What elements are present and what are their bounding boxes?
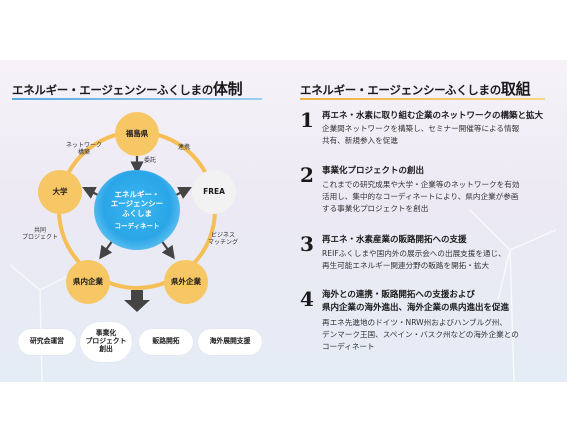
- initiative-title: 事業化プロジェクトの創出: [322, 166, 425, 176]
- initiative-number: 1: [300, 108, 314, 132]
- initiative-1: 1 再エネ・水素に取り組む企業のネットワークの構築と拡大 企業間ネットワークを構…: [300, 110, 560, 155]
- label-kyodo: 共同 プロジェクト: [22, 227, 59, 242]
- label-business-matching: ビジネス マッチング: [208, 232, 239, 247]
- content-panel: エネルギー・エージェンシーふくしまの体制 エネルギー・エージェンシーふくしまの取…: [0, 60, 567, 382]
- initiative-body-line: REIFふくしまや国内外の展示会への出展支援を通じ、: [322, 249, 506, 258]
- output-research-group: 研究会運営: [18, 329, 76, 355]
- node-prefectural-companies: 県内企業: [66, 260, 110, 304]
- left-heading-underline: [12, 98, 262, 100]
- initiative-body-line: デンマーク王国、スペイン・バスク州などの海外企業との: [322, 330, 519, 339]
- initiative-body-line: 企業間ネットワークを構築し、セミナー開催等による情報: [322, 124, 520, 133]
- initiative-body-line: 活用し、集中的なコーディネートにより、県内企業が参画: [322, 192, 519, 201]
- initiative-body-line: 再エネ先進地のドイツ・NRW州およびハンブルグ州、: [322, 318, 507, 327]
- center-coordinate-label: コーディネート: [114, 222, 160, 230]
- initiative-title: 再エネ・水素産業の販路開拓への支援: [322, 235, 467, 245]
- initiative-title: 再エネ・水素に取り組む企業のネットワークの構築と拡大: [322, 111, 544, 121]
- center-label: エネルギー・ エージェンシー ふくしま: [110, 189, 164, 218]
- center-agency: エネルギー・ エージェンシー ふくしま コーディネート: [94, 170, 180, 250]
- initiative-body-line: コーディネート: [322, 342, 375, 351]
- right-heading: エネルギー・エージェンシーふくしまの取組: [300, 78, 531, 99]
- output-arrow: [124, 290, 150, 312]
- node-frea: FREA: [192, 170, 236, 214]
- label-renkei: 連携: [178, 144, 191, 151]
- initiative-body-line: これまでの研究成果や大学・企業等のネットワークを有効: [322, 180, 520, 189]
- node-fukushima-prefecture: 福島県: [115, 112, 159, 156]
- node-university: 大学: [38, 170, 82, 214]
- right-heading-prefix: エネルギー・エージェンシーふくしまの: [300, 83, 501, 97]
- initiative-number: 3: [300, 232, 314, 256]
- initiative-number: 2: [300, 163, 314, 187]
- initiative-title-line2: 県内企業の海外進出、海外企業の県内進出を促進: [322, 303, 510, 313]
- initiative-2: 2 事業化プロジェクトの創出 これまでの研究成果や大学・企業等のネットワークを有…: [300, 165, 560, 225]
- left-heading: エネルギー・エージェンシーふくしまの体制: [12, 78, 243, 99]
- arrow-outside: [160, 239, 175, 260]
- output-overseas-support: 海外展開支援: [198, 329, 262, 355]
- right-heading-emphasis: 取組: [500, 80, 531, 98]
- initiative-body-line: 再生可能エネルギー関連分野の販路を開拓・拡大: [322, 261, 490, 270]
- arrow-frea: [175, 187, 192, 199]
- left-heading-emphasis: 体制: [212, 80, 243, 98]
- initiative-body-line: 共有、新規参入を促進: [322, 136, 398, 145]
- initiative-3: 3 再エネ・水素産業の販路開拓への支援 REIFふくしまや国内外の展示会への出展…: [300, 234, 560, 279]
- output-project-creation: 事業化 プロジェクト 創出: [80, 322, 132, 362]
- output-sales-channel: 販路開拓: [139, 329, 193, 355]
- label-itaku: 委託: [144, 157, 157, 164]
- initiative-title: 海外との連携・販路開拓への支援および: [322, 290, 475, 300]
- label-network: ネットワーク 構築: [66, 142, 103, 157]
- initiative-4: 4 海外との連携・販路開拓への支援および 県内企業の海外進出、海外企業の県内進出…: [300, 289, 560, 369]
- initiative-body-line: する事業化プロジェクトを創出: [322, 204, 429, 213]
- right-heading-underline: [300, 98, 545, 100]
- node-outside-companies: 県外企業: [164, 260, 208, 304]
- left-heading-prefix: エネルギー・エージェンシーふくしまの: [12, 83, 213, 97]
- initiative-number: 4: [300, 287, 314, 311]
